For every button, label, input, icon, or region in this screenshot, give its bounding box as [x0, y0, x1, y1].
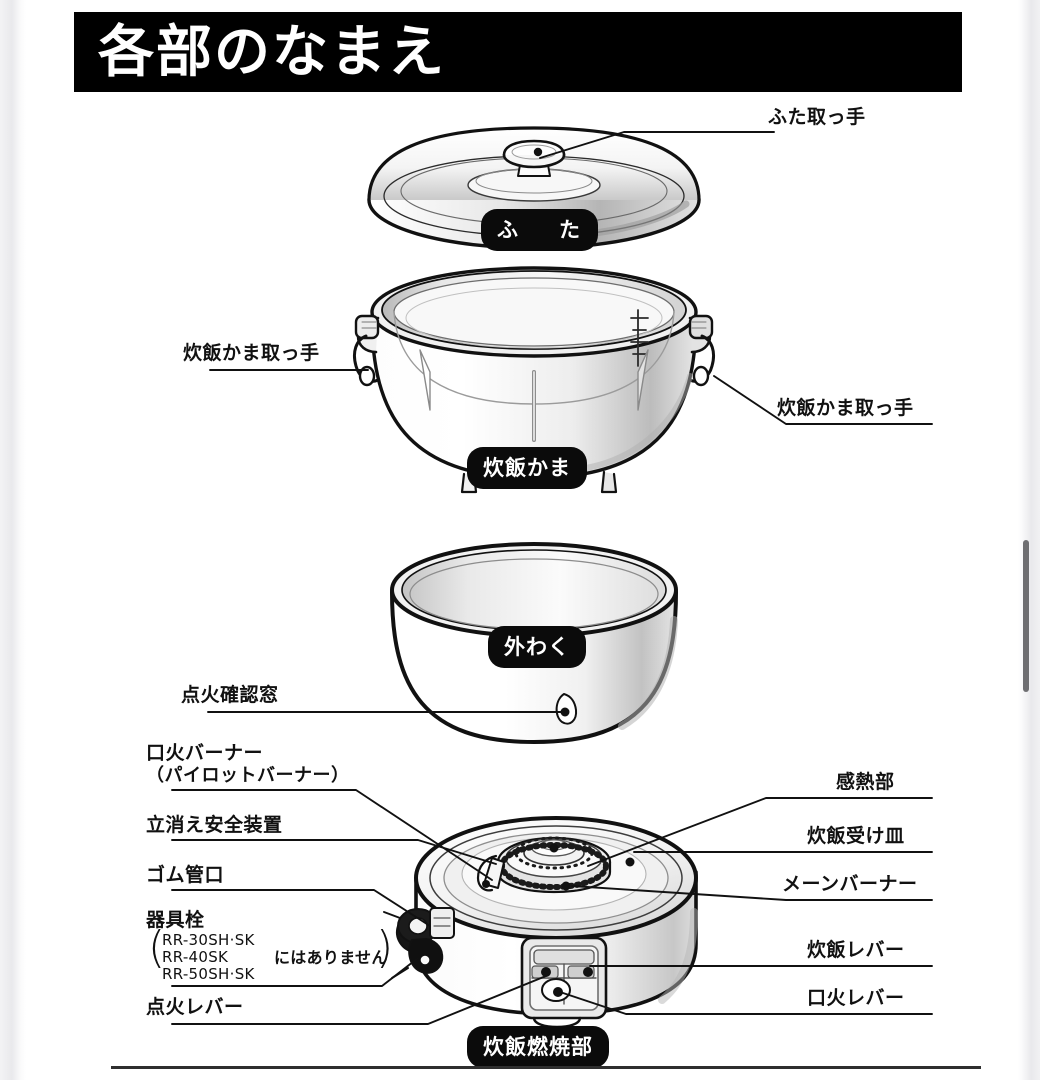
leader-lines	[171, 131, 933, 1025]
callout-cooking-lever: 炊飯レバー	[807, 939, 905, 961]
callout-lid-handle: ふた取っ手	[768, 106, 866, 128]
model-note-paren-close: )	[376, 922, 394, 973]
callout-flame-failure-device: 立消え安全装置	[146, 814, 283, 836]
lid-drawing	[367, 126, 701, 250]
section-title-bar: 各部のなまえ	[74, 12, 962, 92]
callout-pilot-burner-line2: （パイロットバーナー）	[146, 765, 350, 786]
model-list: RR-30SH·SK RR-40SK RR-50SH·SK	[162, 932, 255, 983]
badge-combustion-unit: 炊飯燃焼部	[467, 1026, 609, 1068]
exploded-diagram	[171, 126, 933, 1029]
model-exclusion-note: ( ) RR-30SH·SK RR-40SK RR-50SH·SK にはありませ…	[148, 926, 398, 986]
vertical-scrollbar-thumb[interactable]	[1023, 540, 1029, 692]
model-note-paren-open: (	[148, 922, 166, 973]
rice-pot-drawing	[352, 266, 716, 494]
callout-drip-tray: 炊飯受け皿	[807, 825, 905, 847]
page-title: 各部のなまえ	[98, 20, 446, 85]
page-sheet: 各部のなまえ	[26, 0, 1018, 1080]
badge-rice-pot: 炊飯かま	[467, 447, 587, 489]
page-left-edge-shade	[0, 0, 26, 1080]
model-item-3: RR-50SH·SK	[162, 965, 255, 983]
callout-ignition-window: 点火確認窓	[181, 684, 279, 706]
callout-rubber-hose-port: ゴム管口	[146, 864, 225, 886]
model-note-suffix: にはありません	[274, 948, 388, 967]
callout-pot-handle-left: 炊飯かま取っ手	[183, 342, 320, 364]
combustion-unit-drawing	[383, 816, 698, 1029]
callout-heat-sensor: 感熱部	[836, 771, 895, 793]
callout-main-burner: メーンバーナー	[782, 873, 918, 895]
badge-outer-frame: 外わく	[488, 626, 586, 668]
model-item-2: RR-40SK	[162, 948, 229, 966]
callout-pot-handle-right: 炊飯かま取っ手	[777, 397, 914, 419]
page-right-edge-shade	[1018, 0, 1040, 1080]
page-bottom-rule	[111, 1066, 981, 1069]
callout-ignition-lever: 点火レバー	[146, 996, 244, 1018]
callout-pilot-burner-line1: 口火バーナー	[146, 742, 264, 764]
model-item-1: RR-30SH·SK	[162, 931, 255, 949]
callout-pilot-lever: 口火レバー	[807, 987, 905, 1009]
badge-lid: ふ た	[481, 209, 598, 251]
callout-appliance-cock: 器具栓	[146, 909, 205, 931]
